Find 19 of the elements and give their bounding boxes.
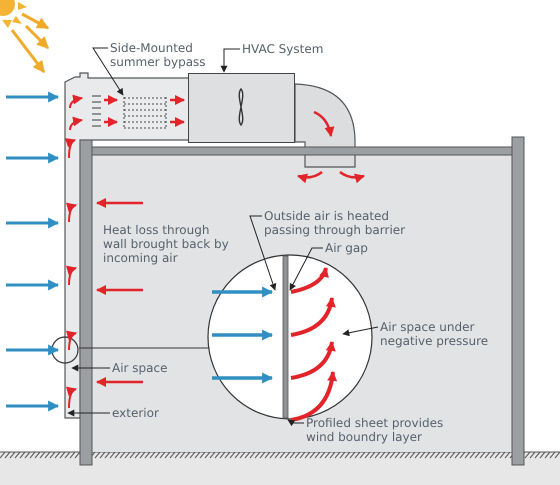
callout-text: HVAC System	[242, 42, 342, 56]
leader-line	[67, 410, 110, 416]
callout-text: Air space under negative pressure	[380, 320, 495, 348]
callout-text: Outside air is heated passing through barrier	[264, 209, 414, 237]
callout-text: exterior	[112, 406, 182, 420]
leader-line	[249, 216, 276, 291]
leader-line	[220, 48, 240, 73]
bypass-grille	[123, 96, 167, 129]
callout-text: Air gap	[325, 241, 385, 255]
callout-text: Air space	[112, 361, 182, 375]
leader-line	[92, 48, 124, 96]
leader-line	[290, 248, 324, 291]
callout-text: Profiled sheet provides wind boundry layer	[306, 416, 456, 444]
hvac-unit	[188, 73, 295, 143]
callout-text: Side-Mounted summer bypass	[110, 41, 210, 69]
leader-line	[287, 420, 304, 426]
leader-line	[342, 326, 378, 336]
leader-line	[71, 364, 110, 372]
annotation-text: Heat loss through wall brought back by incoming air	[103, 223, 230, 265]
